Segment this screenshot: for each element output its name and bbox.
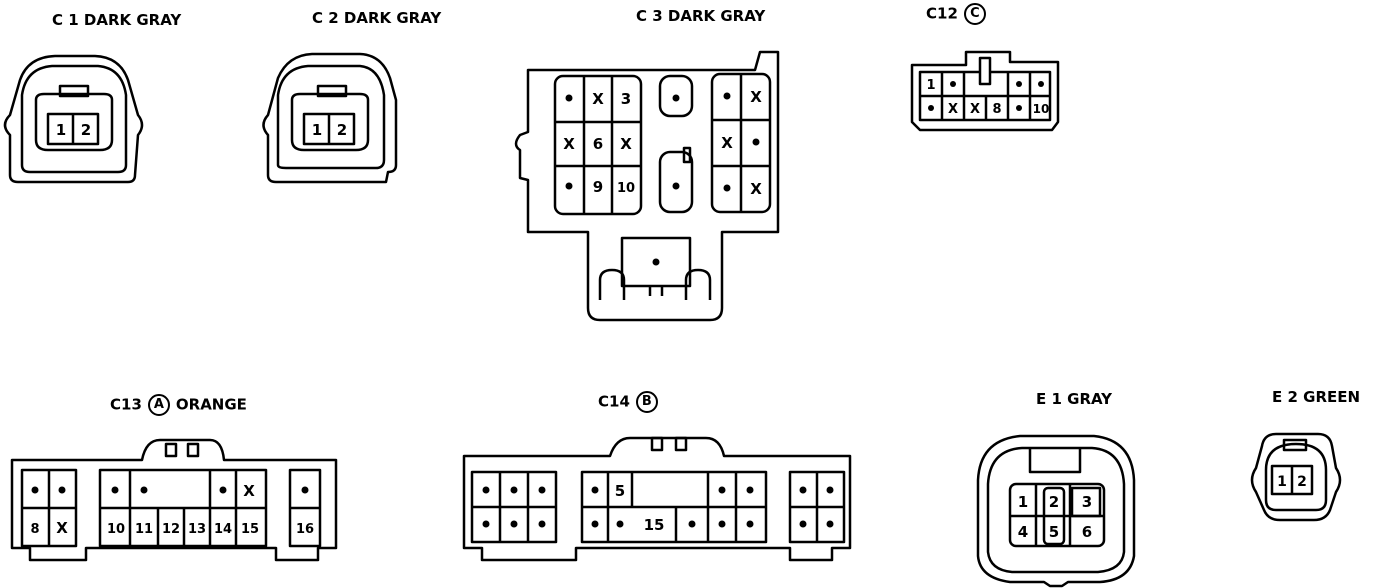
e1-pin-label: 3 [1082, 493, 1092, 511]
e2-title: E 2 GREEN [1272, 388, 1361, 406]
c3-pin-label: X [620, 135, 632, 153]
c12-pin-label: 1 [926, 78, 935, 93]
c3-pin-label: 10 [617, 181, 635, 196]
c3-pin-label: X [721, 134, 733, 152]
c14-pin-label: 5 [615, 482, 625, 500]
c13-pin-label: 12 [162, 522, 180, 537]
c2-pin-label: 2 [337, 121, 347, 139]
c12-pin-label: X [970, 102, 980, 117]
c3-title: C 3 DARK GRAY [636, 7, 766, 25]
c12-pin-label: 10 [1033, 102, 1050, 116]
c3-pin-label: 3 [621, 90, 631, 108]
e1-title: E 1 GRAY [1036, 390, 1113, 408]
c3-connector [514, 50, 780, 322]
e1-pin-label: 2 [1049, 493, 1059, 511]
c13-title: C13 A ORANGE [110, 394, 247, 416]
c12-label: C12 [926, 4, 958, 23]
c3-pin-label: 9 [593, 178, 603, 196]
c14-title: C14 B [598, 391, 664, 413]
c13-pin-label: 14 [214, 522, 232, 537]
c3-pin-label: X [750, 88, 762, 106]
e2-connector [1250, 432, 1342, 522]
c1-pin-label: 1 [56, 121, 66, 139]
c3-pin-label: X [563, 135, 575, 153]
c13-pin-label: 8 [30, 522, 39, 537]
c13-pin-label: 16 [296, 522, 314, 537]
e2-pin-label: 2 [1297, 474, 1307, 490]
e2-pin-label: 1 [1277, 474, 1287, 490]
e1-pin-label: 1 [1018, 493, 1028, 511]
c13-pin-label: 10 [107, 522, 125, 537]
c13-pin-label: 13 [188, 522, 206, 537]
c12-badge: C [963, 3, 986, 25]
c3-pin-label: 6 [593, 135, 603, 153]
c1-connector [3, 54, 144, 184]
c3-pin-label: X [750, 180, 762, 198]
c13-pin-label: 15 [241, 522, 259, 537]
c13-badge: A [147, 394, 170, 416]
c14-pin-label: 15 [644, 516, 665, 534]
c3-pin-label: X [592, 90, 604, 108]
e1-pin-label: 6 [1082, 523, 1092, 541]
pin-dots [31, 81, 1044, 528]
c12-pin-label: 8 [992, 102, 1001, 117]
c14-badge: B [635, 391, 658, 413]
c2-title: C 2 DARK GRAY [312, 9, 442, 27]
c13-color: ORANGE [175, 395, 247, 414]
c14-label: C14 [598, 392, 630, 411]
c14-connector [462, 436, 852, 562]
c12-connector [910, 50, 1060, 132]
c13-label: C13 [110, 395, 142, 414]
c1-pin-label: 2 [81, 121, 91, 139]
c13-pin-label: 11 [135, 522, 153, 537]
c13-connector [10, 438, 338, 562]
c12-pin-label: X [948, 102, 958, 117]
e1-pin-label: 4 [1018, 523, 1028, 541]
e1-connector [976, 434, 1136, 588]
c12-title: C12 C [926, 3, 992, 25]
c2-connector [262, 52, 398, 184]
c1-title: C 1 DARK GRAY [52, 11, 182, 29]
e1-pin-label: 5 [1049, 523, 1059, 541]
c13-pin-label: X [243, 482, 255, 500]
c13-pin-label: X [56, 519, 68, 537]
c2-pin-label: 1 [312, 121, 322, 139]
